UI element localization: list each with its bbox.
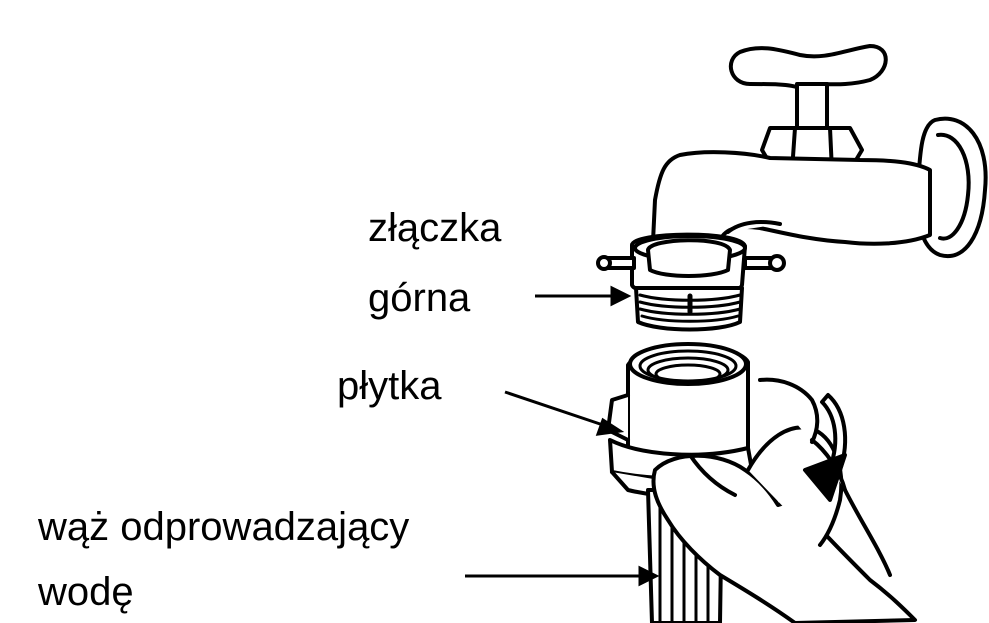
- leader-arrow-upper-connector: [535, 288, 628, 304]
- upper-connector-label-line1: złączka: [368, 206, 501, 250]
- tap-handle: [731, 46, 886, 128]
- drain-hose-label-line2: wodę: [38, 570, 134, 614]
- leader-arrow-drain-hose: [465, 568, 656, 584]
- drain-hose-label-line1: wąż odprowadzający: [38, 505, 409, 549]
- plate-label: płytka: [337, 364, 442, 408]
- leader-arrow-plate: [505, 392, 620, 434]
- upper-connector: [598, 235, 784, 330]
- upper-connector-label-line2: górna: [368, 276, 470, 320]
